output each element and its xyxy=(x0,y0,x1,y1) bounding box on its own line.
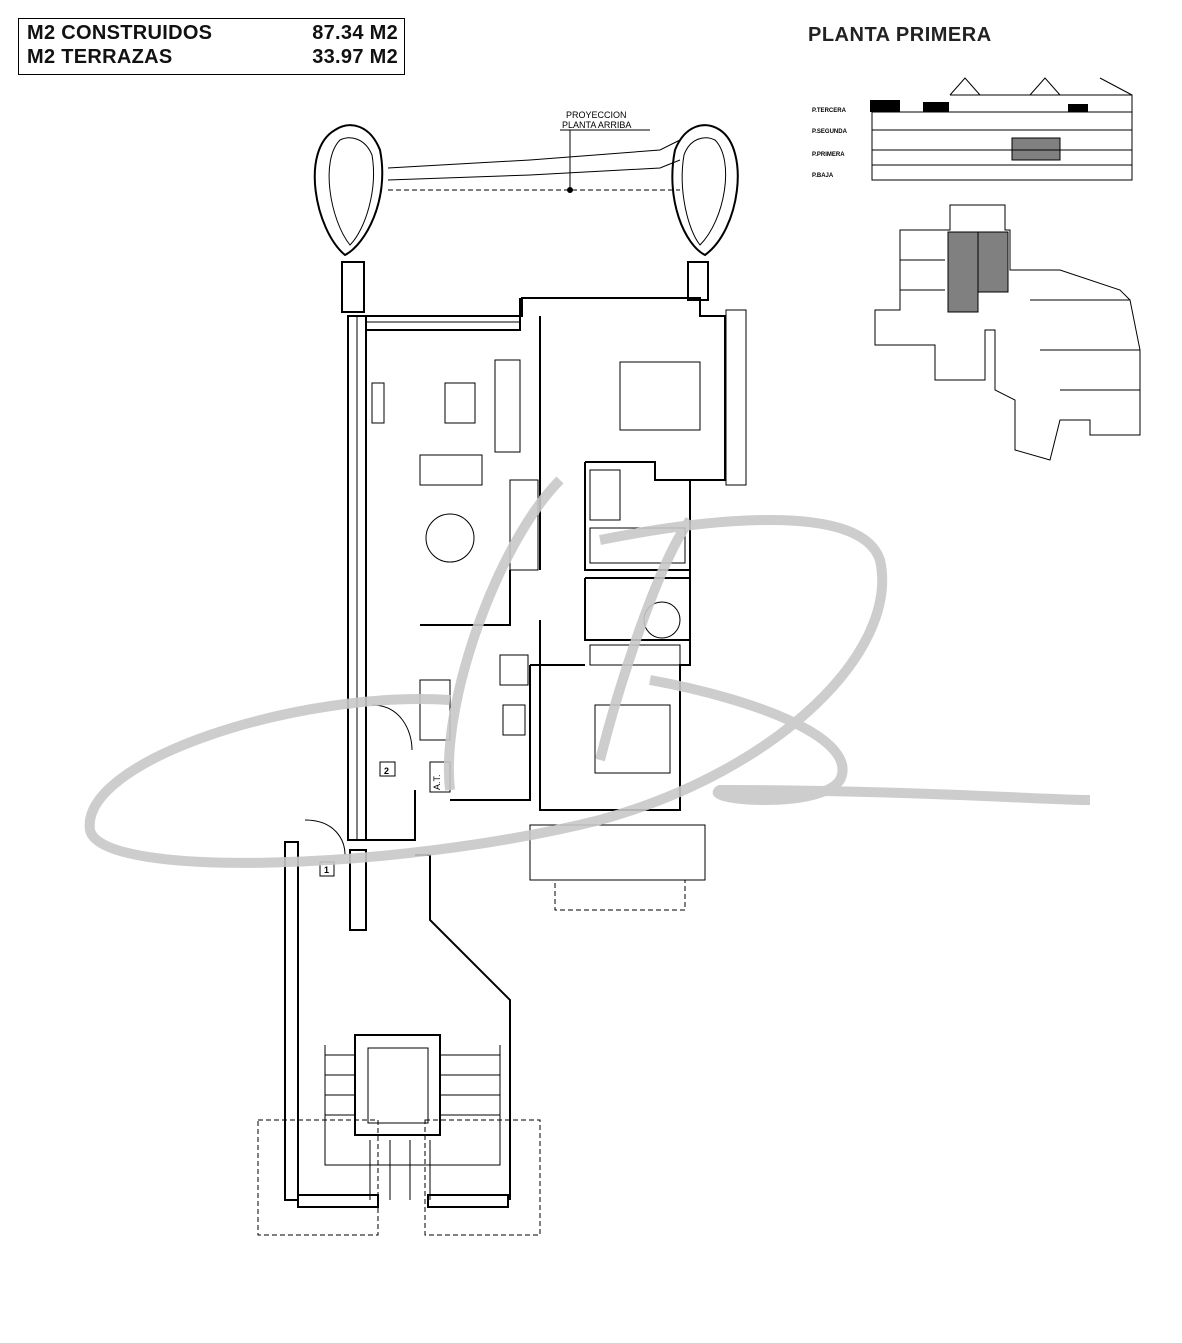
elevation-label-baja: P.BAJA xyxy=(812,173,834,179)
armchair xyxy=(419,454,483,486)
coffee-table xyxy=(444,382,476,424)
building-elevation: P.TERCERA P.SEGUNDA P.PRIMERA P.BAJA xyxy=(812,77,1133,181)
terrace-area-label: M2 TERRAZAS xyxy=(27,46,173,68)
cooktop xyxy=(499,654,529,686)
built-area-row: M2 CONSTRUIDOS 87.34 M2 xyxy=(27,22,398,45)
meter-label: A.T. xyxy=(432,774,442,790)
elevation-label-tercera: P.TERCERA xyxy=(812,108,847,114)
top-terrace: PROYECCION PLANTA ARRIBA xyxy=(313,110,739,313)
apartment-walls: A.T. xyxy=(347,297,747,911)
bed-second xyxy=(594,704,671,774)
watermark-logo xyxy=(84,476,1091,868)
elevator-shaft xyxy=(354,1034,441,1136)
key-site-plan xyxy=(874,204,1141,461)
kitchen-sink xyxy=(502,704,526,736)
terrace-area-value: 33.97 M2 xyxy=(312,46,398,68)
door-marker-2: 2 xyxy=(384,766,389,776)
bed-main xyxy=(619,361,701,431)
entrance-and-stair: 2 1 xyxy=(257,704,541,1236)
projection-note-line1: PROYECCION xyxy=(566,110,627,120)
elevation-label-segunda: P.SEGUNDA xyxy=(812,129,848,135)
door-marker-1: 1 xyxy=(324,865,329,875)
sofa xyxy=(494,359,521,453)
elevation-label-primera: P.PRIMERA xyxy=(812,152,845,158)
terrace-area-row: M2 TERRAZAS 33.97 M2 xyxy=(27,46,398,69)
built-area-label: M2 CONSTRUIDOS xyxy=(27,22,213,44)
area-summary-box: M2 CONSTRUIDOS 87.34 M2 M2 TERRAZAS 33.9… xyxy=(18,18,405,75)
built-area-value: 87.34 M2 xyxy=(312,22,398,44)
floor-title: PLANTA PRIMERA xyxy=(808,24,992,46)
highlighted-unit xyxy=(1011,137,1061,161)
dining-table xyxy=(425,513,475,563)
projection-note-line2: PLANTA ARRIBA xyxy=(562,120,631,130)
